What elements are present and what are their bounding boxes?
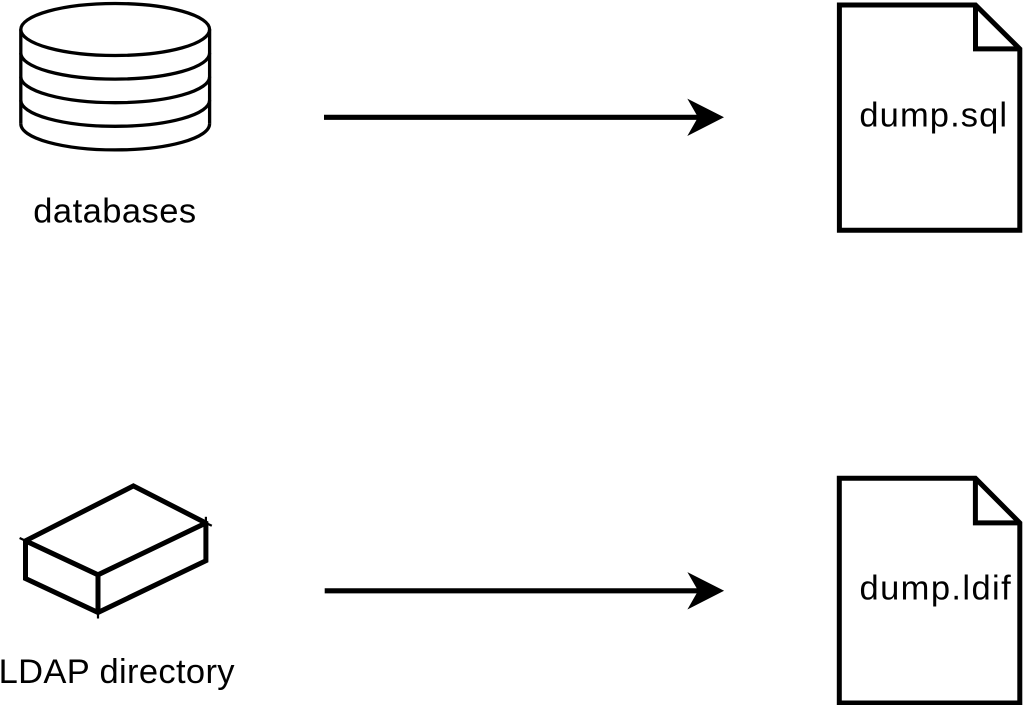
svg-text:LDAP directory: LDAP directory	[0, 653, 235, 691]
svg-text:dump.sql: dump.sql	[859, 97, 1008, 135]
svg-text:databases: databases	[33, 192, 196, 230]
svg-text:dump.ldif: dump.ldif	[860, 570, 1013, 608]
